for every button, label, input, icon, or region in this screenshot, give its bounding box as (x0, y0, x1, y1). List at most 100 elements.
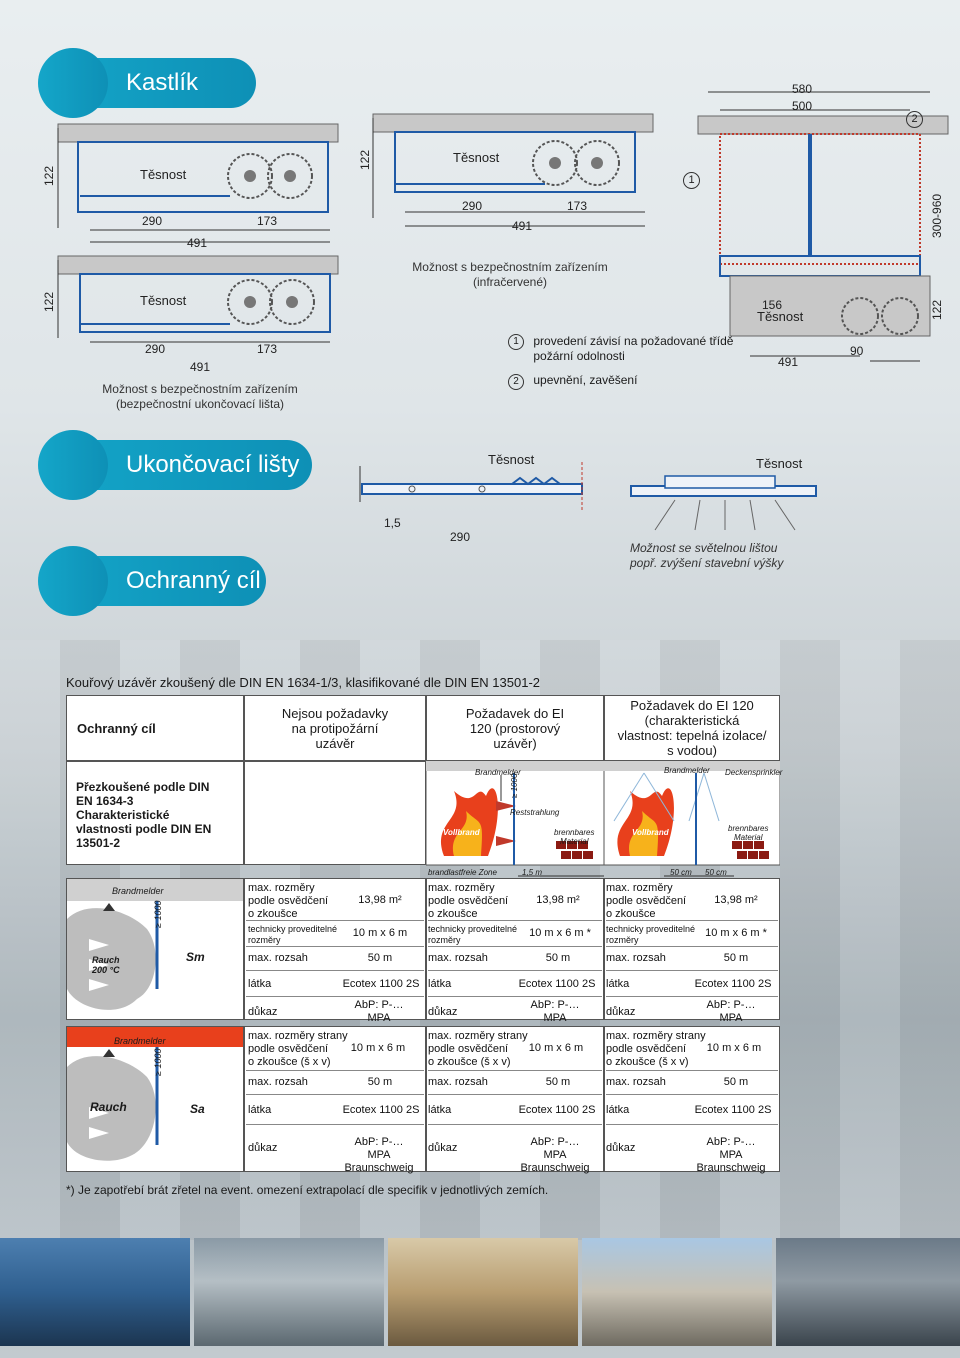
photo-building-3 (388, 1238, 578, 1346)
sm-tech-value: 10 m x 6 m * (529, 927, 591, 939)
dist-label: ≥ 1000 (153, 900, 163, 928)
dim-height: 122 (42, 291, 56, 312)
seal-label: Těsnost (140, 167, 187, 182)
sa-col-group-3 (604, 1026, 780, 1172)
class-label: Sa (190, 1102, 205, 1116)
sm-span: 50 m (723, 952, 749, 964)
dim-w2: 173 (257, 214, 278, 228)
dim-height-range: 300-960 (930, 193, 944, 238)
temp-label: 200 °C (92, 965, 120, 975)
legend-marker: 1 (508, 334, 524, 350)
sm-area: 13,98 m² (358, 894, 402, 906)
sa-col-group-1 (244, 1026, 426, 1172)
photo-building-2 (194, 1238, 384, 1346)
sa-fabric-label: látka (428, 1104, 452, 1116)
section-ukoncovaci-listy: Ukončovací lišty (38, 430, 312, 500)
zone-width: 1,5 m (522, 868, 543, 877)
photo-building-1 (0, 1238, 190, 1346)
detector-label: Brandmelder (112, 886, 164, 896)
sm-area: 13,98 m² (714, 894, 758, 906)
photo-building-4 (582, 1238, 772, 1346)
row-label-text: Přezkoušené podle DIN EN 1634-3 Charakte… (76, 780, 212, 850)
sprinkler-label: Deckensprinkler (725, 768, 783, 777)
sm-span-label: max. rozsah (248, 952, 308, 964)
dim-side: 90 (850, 344, 864, 358)
drawing-box-2 (372, 113, 654, 227)
sa-fabric: Ecotex 1100 2S (518, 1104, 596, 1116)
sm-span: 50 m (545, 952, 571, 964)
seal-label: Těsnost (488, 452, 535, 467)
dim-total: 491 (778, 355, 799, 369)
drawing-box-1 (57, 123, 339, 243)
section-title: Kastlík (126, 69, 199, 96)
sa-proof-label: důkaz (248, 1142, 278, 1154)
photo-building-5 (776, 1238, 960, 1346)
fire-label: Vollbrand (632, 828, 669, 837)
seal-label: Těsnost (140, 293, 187, 308)
sm-tech-value: 10 m x 6 m (352, 927, 408, 939)
sm-fabric: Ecotex 1100 2S (694, 978, 772, 990)
dim-w2: 173 (567, 199, 588, 213)
drawing-box-3 (57, 255, 339, 343)
dim-height: 122 (930, 299, 944, 320)
sa-span-label: max. rozsah (606, 1076, 666, 1088)
caption-safety-edge: Možnost s bezpečnostním zařízením (bezpe… (102, 382, 298, 411)
dim-w1: 290 (142, 214, 163, 228)
section-title: Ukončovací lišty (126, 451, 300, 478)
sa-fabric: Ecotex 1100 2S (694, 1104, 772, 1116)
sm-area: 13,98 m² (536, 894, 580, 906)
class-label: Sm (186, 950, 205, 964)
sa-proof: AbP: P-…MPA Braunschweig (520, 1136, 590, 1174)
sa-proof: AbP: P-…MPA Braunschweig (344, 1136, 414, 1174)
dim-width: 290 (450, 530, 471, 544)
sa-span: 50 m (723, 1076, 749, 1088)
fire-label: Vollbrand (443, 828, 480, 837)
dist-label-2: 50 cm (705, 868, 727, 877)
radiation-label: Reststrahlung (510, 808, 560, 817)
cell-empty (244, 761, 426, 865)
header-no-requirement: Nejsou požadavky na protipožární uzávěr (244, 695, 426, 761)
dim-outer: 580 (792, 82, 813, 96)
sa-proof-label: důkaz (606, 1142, 636, 1154)
footnote: *) Je zapotřebí brát zřetel na event. om… (66, 1183, 549, 1197)
sa-dims: 10 m x 6 m (706, 1042, 762, 1054)
dist-label-1: 50 cm (670, 868, 692, 877)
sm-proof-label: důkaz (248, 1006, 278, 1018)
sa-col-group-2 (426, 1026, 604, 1172)
sa-dims: 10 m x 6 m (528, 1042, 584, 1054)
sm-fabric-label: látka (428, 978, 452, 990)
sm-fabric-label: látka (606, 978, 630, 990)
dim-total: 491 (190, 360, 211, 374)
dim-height: 122 (358, 149, 372, 170)
dim-seal: 156 (762, 298, 783, 312)
sm-proof-label: důkaz (428, 1006, 458, 1018)
smoke-label: Rauch (92, 955, 120, 965)
end-strip-drawing-b (630, 475, 817, 531)
end-strip-drawing-a (359, 462, 583, 512)
smoke-diagram-sa (67, 1027, 243, 1161)
sa-fabric: Ecotex 1100 2S (342, 1104, 420, 1116)
section-title: Ochranný cíl (126, 567, 261, 594)
seal-label: Těsnost (757, 309, 804, 324)
table-heading: Kouřový uzávěr zkoušený dle DIN EN 1634-… (66, 675, 541, 690)
sm-fabric: Ecotex 1100 2S (518, 978, 596, 990)
sm-fabric: Ecotex 1100 2S (342, 978, 420, 990)
seal-label: Těsnost (756, 456, 803, 471)
marker-1: 1 (683, 172, 700, 189)
legend-item-2: 2 upevnění, zavěšení (508, 373, 637, 390)
dim-w2: 173 (257, 342, 278, 356)
sa-span: 50 m (545, 1076, 571, 1088)
sa-fabric-label: látka (248, 1104, 272, 1116)
sa-dims: 10 m x 6 m (350, 1042, 406, 1054)
dim-height: 122 (42, 165, 56, 186)
header-ei120-insulation: Požadavek do EI 120 (charakteristická vl… (604, 695, 780, 761)
drawing-fire-box (697, 91, 949, 362)
